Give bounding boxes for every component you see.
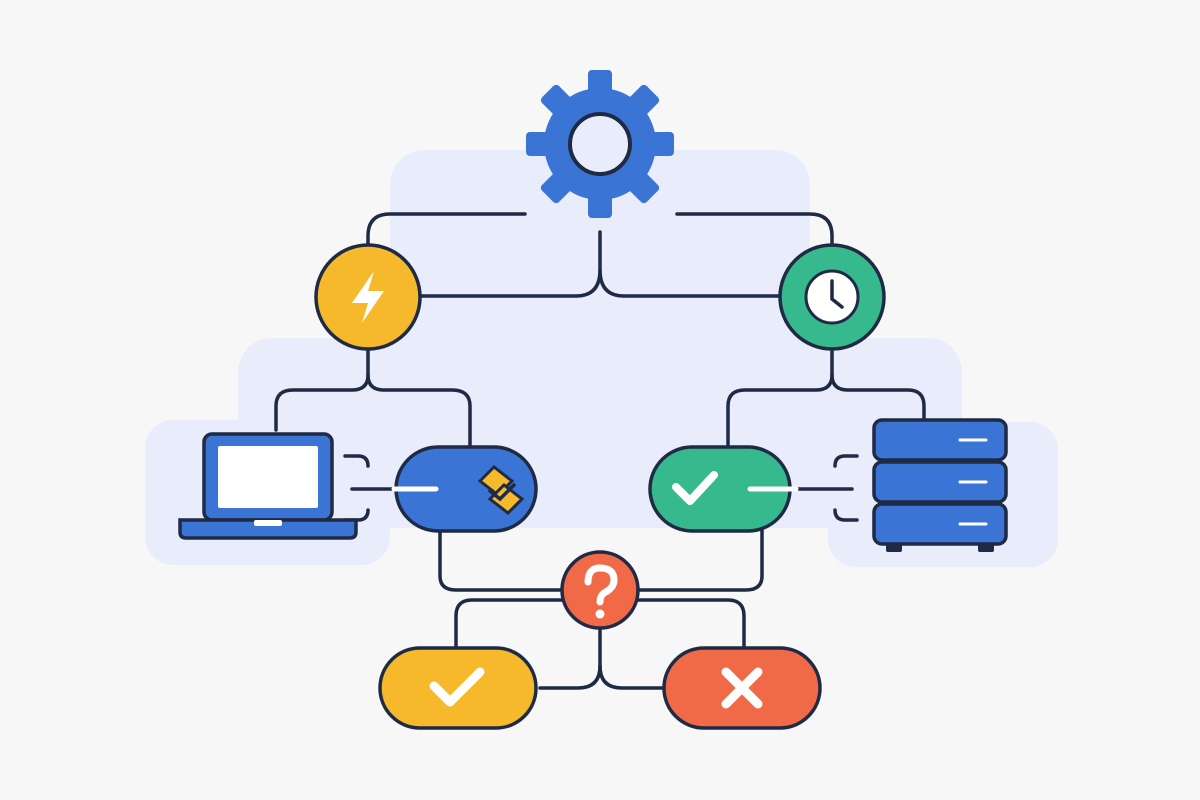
edge-server-top <box>833 454 859 468</box>
question-icon <box>584 564 618 619</box>
edge-client-process-top <box>343 454 370 468</box>
server-node[interactable] <box>872 418 1008 552</box>
x-icon <box>721 667 763 709</box>
edge-validate-decision <box>636 526 764 592</box>
gear-icon <box>526 70 674 218</box>
gear-node[interactable] <box>526 70 674 218</box>
edge-schedule-server <box>830 373 926 420</box>
checkmark-icon <box>429 667 485 707</box>
approve-node[interactable] <box>378 646 538 730</box>
trigger-node[interactable] <box>314 243 422 351</box>
process-node[interactable] <box>391 445 538 533</box>
connectors <box>274 212 926 690</box>
edge-gear-trunk-right <box>598 268 782 298</box>
edge-gear-schedule <box>675 212 834 252</box>
decision-node[interactable] <box>560 550 640 630</box>
edge-decision-reject-branch <box>636 598 746 648</box>
edge-process-decision <box>438 526 564 592</box>
edge-server-bottom <box>833 508 859 522</box>
edge-decision-stem <box>538 620 602 690</box>
edge-trigger-process <box>366 373 472 448</box>
clock-icon <box>804 269 860 325</box>
client-node[interactable] <box>178 432 358 540</box>
edge-gear-trigger <box>366 212 527 252</box>
link-icon <box>477 465 525 515</box>
reject-node[interactable] <box>662 646 822 730</box>
validate-node[interactable] <box>648 445 799 533</box>
schedule-node[interactable] <box>778 243 886 351</box>
edge-decision-stem-right <box>598 664 664 690</box>
server-icon <box>872 418 1008 552</box>
edge-decision-approve-branch <box>454 598 564 648</box>
checkmark-icon <box>672 471 718 505</box>
edge-client-process-bottom <box>343 508 370 522</box>
lightning-icon <box>352 271 384 323</box>
laptop-icon <box>178 432 358 540</box>
